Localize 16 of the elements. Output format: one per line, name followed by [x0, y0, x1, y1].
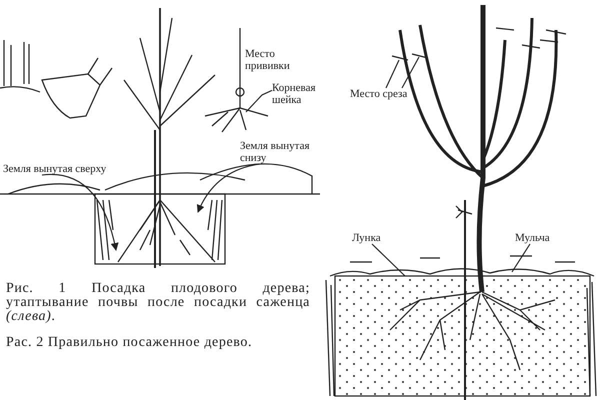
figure-caption: Рас. 2 Правильно посаженное дерево.: [6, 336, 254, 350]
root-collar-label: Корневая шейка: [272, 82, 328, 106]
leader-line: [372, 244, 406, 276]
graft-site-label: Место прививки: [245, 48, 301, 72]
leader-line: [512, 244, 530, 272]
arrow: [197, 163, 260, 213]
topsoil-label: Земля вынутая сверху: [3, 163, 133, 175]
subsoil-label: Земля вынутая снизу: [240, 140, 320, 164]
planting-hole-label: Лунка: [352, 232, 402, 244]
leader-line: [386, 60, 400, 88]
figure-caption: Рис. 1 Посадка плодового дерева; утаптывание почвы после посадки саженца (слева).: [6, 282, 310, 324]
arrow: [42, 174, 118, 251]
cut-site-label: Место среза: [350, 88, 430, 100]
leader-line: [246, 90, 272, 112]
leader-line: [402, 56, 420, 88]
mulch-label: Мульча: [515, 232, 575, 244]
